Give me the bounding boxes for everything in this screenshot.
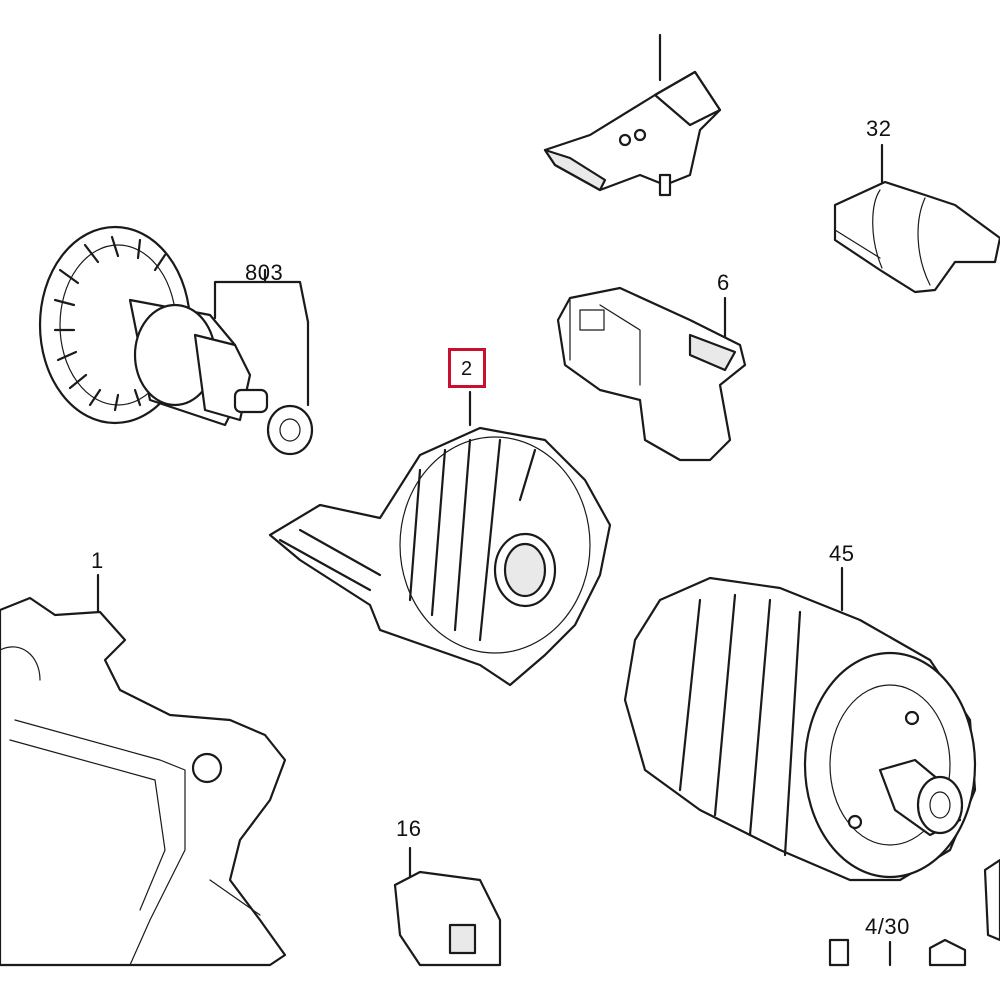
callout-1: 1 (91, 548, 104, 573)
part-16-board (393, 846, 502, 967)
callout-6: 6 (717, 270, 730, 295)
part-4-30-small-parts (828, 858, 1000, 967)
callout-32: 32 (866, 116, 892, 141)
callout-16: 16 (396, 816, 422, 841)
part-45-gearbox (623, 566, 977, 882)
callout-4-30: 4/30 (865, 914, 910, 939)
callout-2-highlighted: 2 (448, 348, 486, 388)
part-1-housing (0, 573, 287, 967)
callout-45: 45 (829, 541, 855, 566)
part-803-rotor (38, 225, 314, 456)
callout-803: 803 (245, 260, 284, 285)
part-6-trigger-switch (556, 286, 747, 462)
part-2-stator (268, 390, 612, 687)
switch-actuator-part (543, 33, 722, 197)
part-32-switch-cap (833, 143, 1000, 294)
